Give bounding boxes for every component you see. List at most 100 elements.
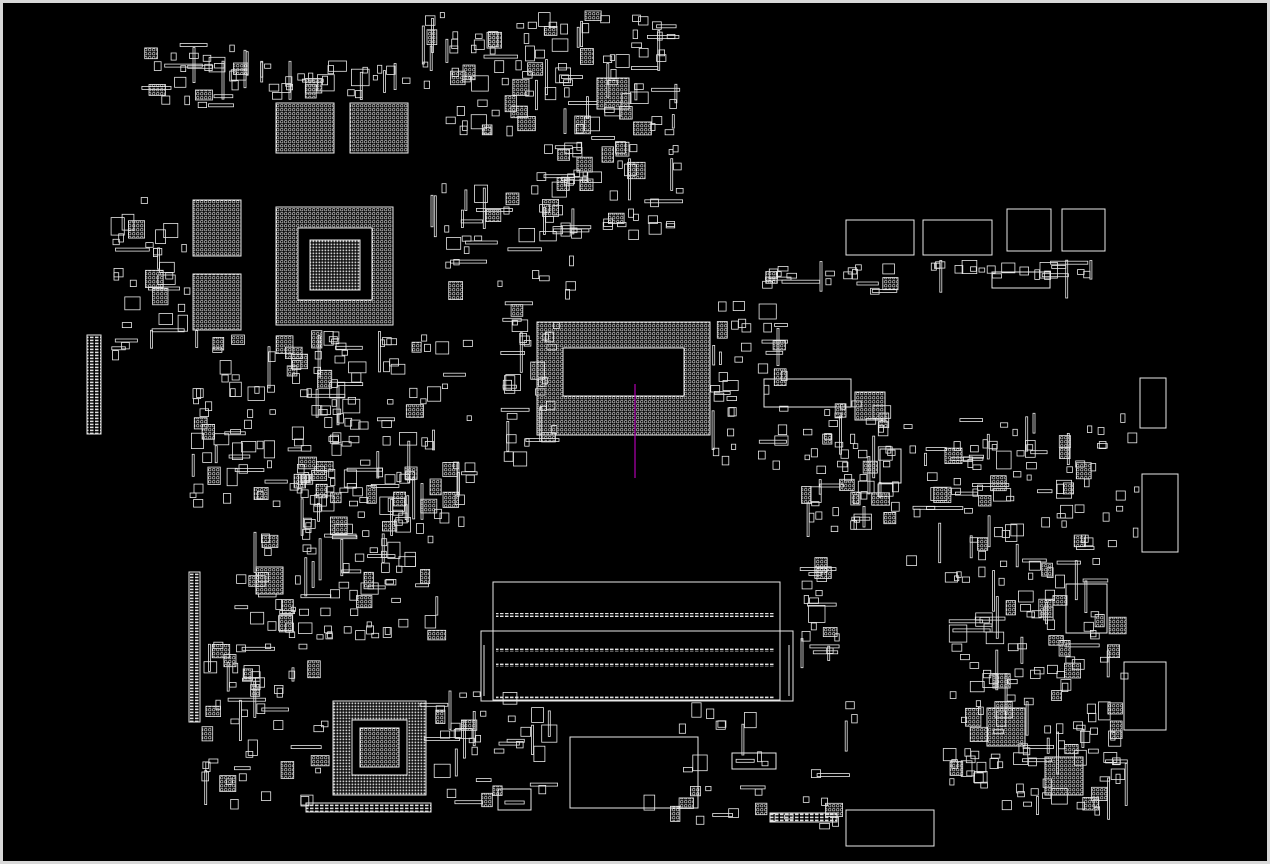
component-footprint[interactable] [427,629,447,641]
component-footprint[interactable] [553,322,560,329]
component-footprint[interactable] [1107,702,1123,715]
component-footprint[interactable] [339,487,349,493]
component-footprint[interactable] [423,343,431,352]
component-footprint[interactable] [318,408,328,416]
component-footprint[interactable] [1088,748,1099,754]
component-footprint[interactable] [1023,801,1033,807]
component-footprint[interactable] [822,627,838,638]
component-footprint[interactable] [809,644,840,649]
component-footprint[interactable] [1090,630,1097,638]
component-footprint[interactable] [424,615,437,629]
component-footprint[interactable] [803,595,810,604]
component-footprint[interactable] [664,129,675,136]
component-footprint[interactable] [202,452,213,463]
component-footprint[interactable] [395,517,411,533]
component-footprint[interactable] [238,773,247,782]
component-footprint[interactable] [1124,763,1128,806]
component-footprint[interactable] [1026,462,1037,470]
component-footprint[interactable] [446,237,462,250]
component-footprint[interactable] [442,491,460,508]
component-footprint[interactable] [553,228,590,233]
component-footprint[interactable] [314,466,326,476]
component-footprint[interactable] [1059,447,1071,459]
component-footprint[interactable] [393,63,397,91]
component-footprint[interactable] [1013,752,1029,765]
component-footprint[interactable] [1028,560,1041,571]
component-footprint[interactable] [256,703,266,715]
component-footprint[interactable] [801,631,811,642]
component-footprint[interactable] [165,272,174,280]
component-footprint[interactable] [390,363,406,375]
component-footprint[interactable] [1061,682,1069,693]
component-footprint[interactable] [967,459,974,469]
component-footprint[interactable] [1110,768,1125,780]
component-footprint[interactable] [757,363,769,374]
component-footprint[interactable] [253,486,269,500]
component-footprint[interactable] [230,718,240,725]
component-footprint[interactable] [464,189,468,211]
component-footprint[interactable] [256,491,264,500]
component-footprint[interactable] [448,281,464,301]
cpu-package-outline[interactable] [536,321,711,436]
component-footprint[interactable] [371,632,380,639]
component-footprint[interactable] [781,279,821,284]
component-footprint[interactable] [953,441,961,452]
component-footprint[interactable] [600,15,610,24]
component-footprint[interactable] [501,77,509,86]
component-footprint[interactable] [264,643,272,649]
component-footprint[interactable] [268,83,280,92]
component-footprint[interactable] [816,465,826,475]
component-footprint[interactable] [527,62,544,76]
component-footprint[interactable] [983,669,992,679]
component-footprint[interactable] [331,399,337,407]
component-footprint[interactable] [344,417,353,427]
component-footprint[interactable] [628,229,639,241]
component-footprint[interactable] [969,662,980,669]
component-footprint[interactable] [317,369,333,389]
component-footprint[interactable] [1025,701,1029,736]
component-footprint[interactable] [996,710,1007,727]
component-footprint[interactable] [286,84,293,91]
component-footprint[interactable] [574,115,591,135]
component-footprint[interactable] [475,207,513,212]
component-footprint[interactable] [544,87,557,101]
component-footprint[interactable] [840,403,846,410]
component-footprint[interactable] [461,471,478,476]
component-footprint[interactable] [473,39,485,50]
component-footprint[interactable] [992,273,1002,279]
component-footprint[interactable] [1089,260,1093,280]
component-footprint[interactable] [445,116,456,125]
component-footprint[interactable] [420,398,427,405]
component-footprint[interactable] [532,270,540,280]
component-footprint[interactable] [960,760,973,777]
component-footprint[interactable] [968,454,984,459]
dimm-slot-outline[interactable] [480,581,794,702]
component-footprint[interactable] [763,384,770,395]
component-footprint[interactable] [1084,580,1088,614]
component-footprint[interactable] [350,608,359,617]
component-footprint[interactable] [376,417,395,422]
component-footprint[interactable] [629,144,638,153]
component-footprint[interactable] [300,389,309,398]
component-footprint[interactable] [892,481,899,493]
component-footprint[interactable] [1073,534,1086,548]
component-footprint[interactable] [221,374,229,383]
component-footprint[interactable] [439,12,445,19]
component-footprint[interactable] [304,519,316,529]
component-footprint[interactable] [1116,505,1124,512]
component-footprint[interactable] [675,187,684,194]
component-footprint[interactable] [227,697,266,702]
component-footprint[interactable] [1030,450,1048,455]
component-footprint[interactable] [358,421,369,430]
component-footprint[interactable] [395,565,403,573]
component-footprint[interactable] [658,49,665,57]
component-footprint[interactable] [204,770,208,805]
component-footprint[interactable] [459,692,467,698]
component-footprint[interactable] [1115,490,1126,501]
component-footprint[interactable] [538,785,547,795]
component-footprint[interactable] [1065,259,1069,299]
component-footprint[interactable] [938,522,942,564]
component-footprint[interactable] [1047,664,1058,674]
component-footprint[interactable] [718,301,727,312]
component-footprint[interactable] [443,372,466,377]
